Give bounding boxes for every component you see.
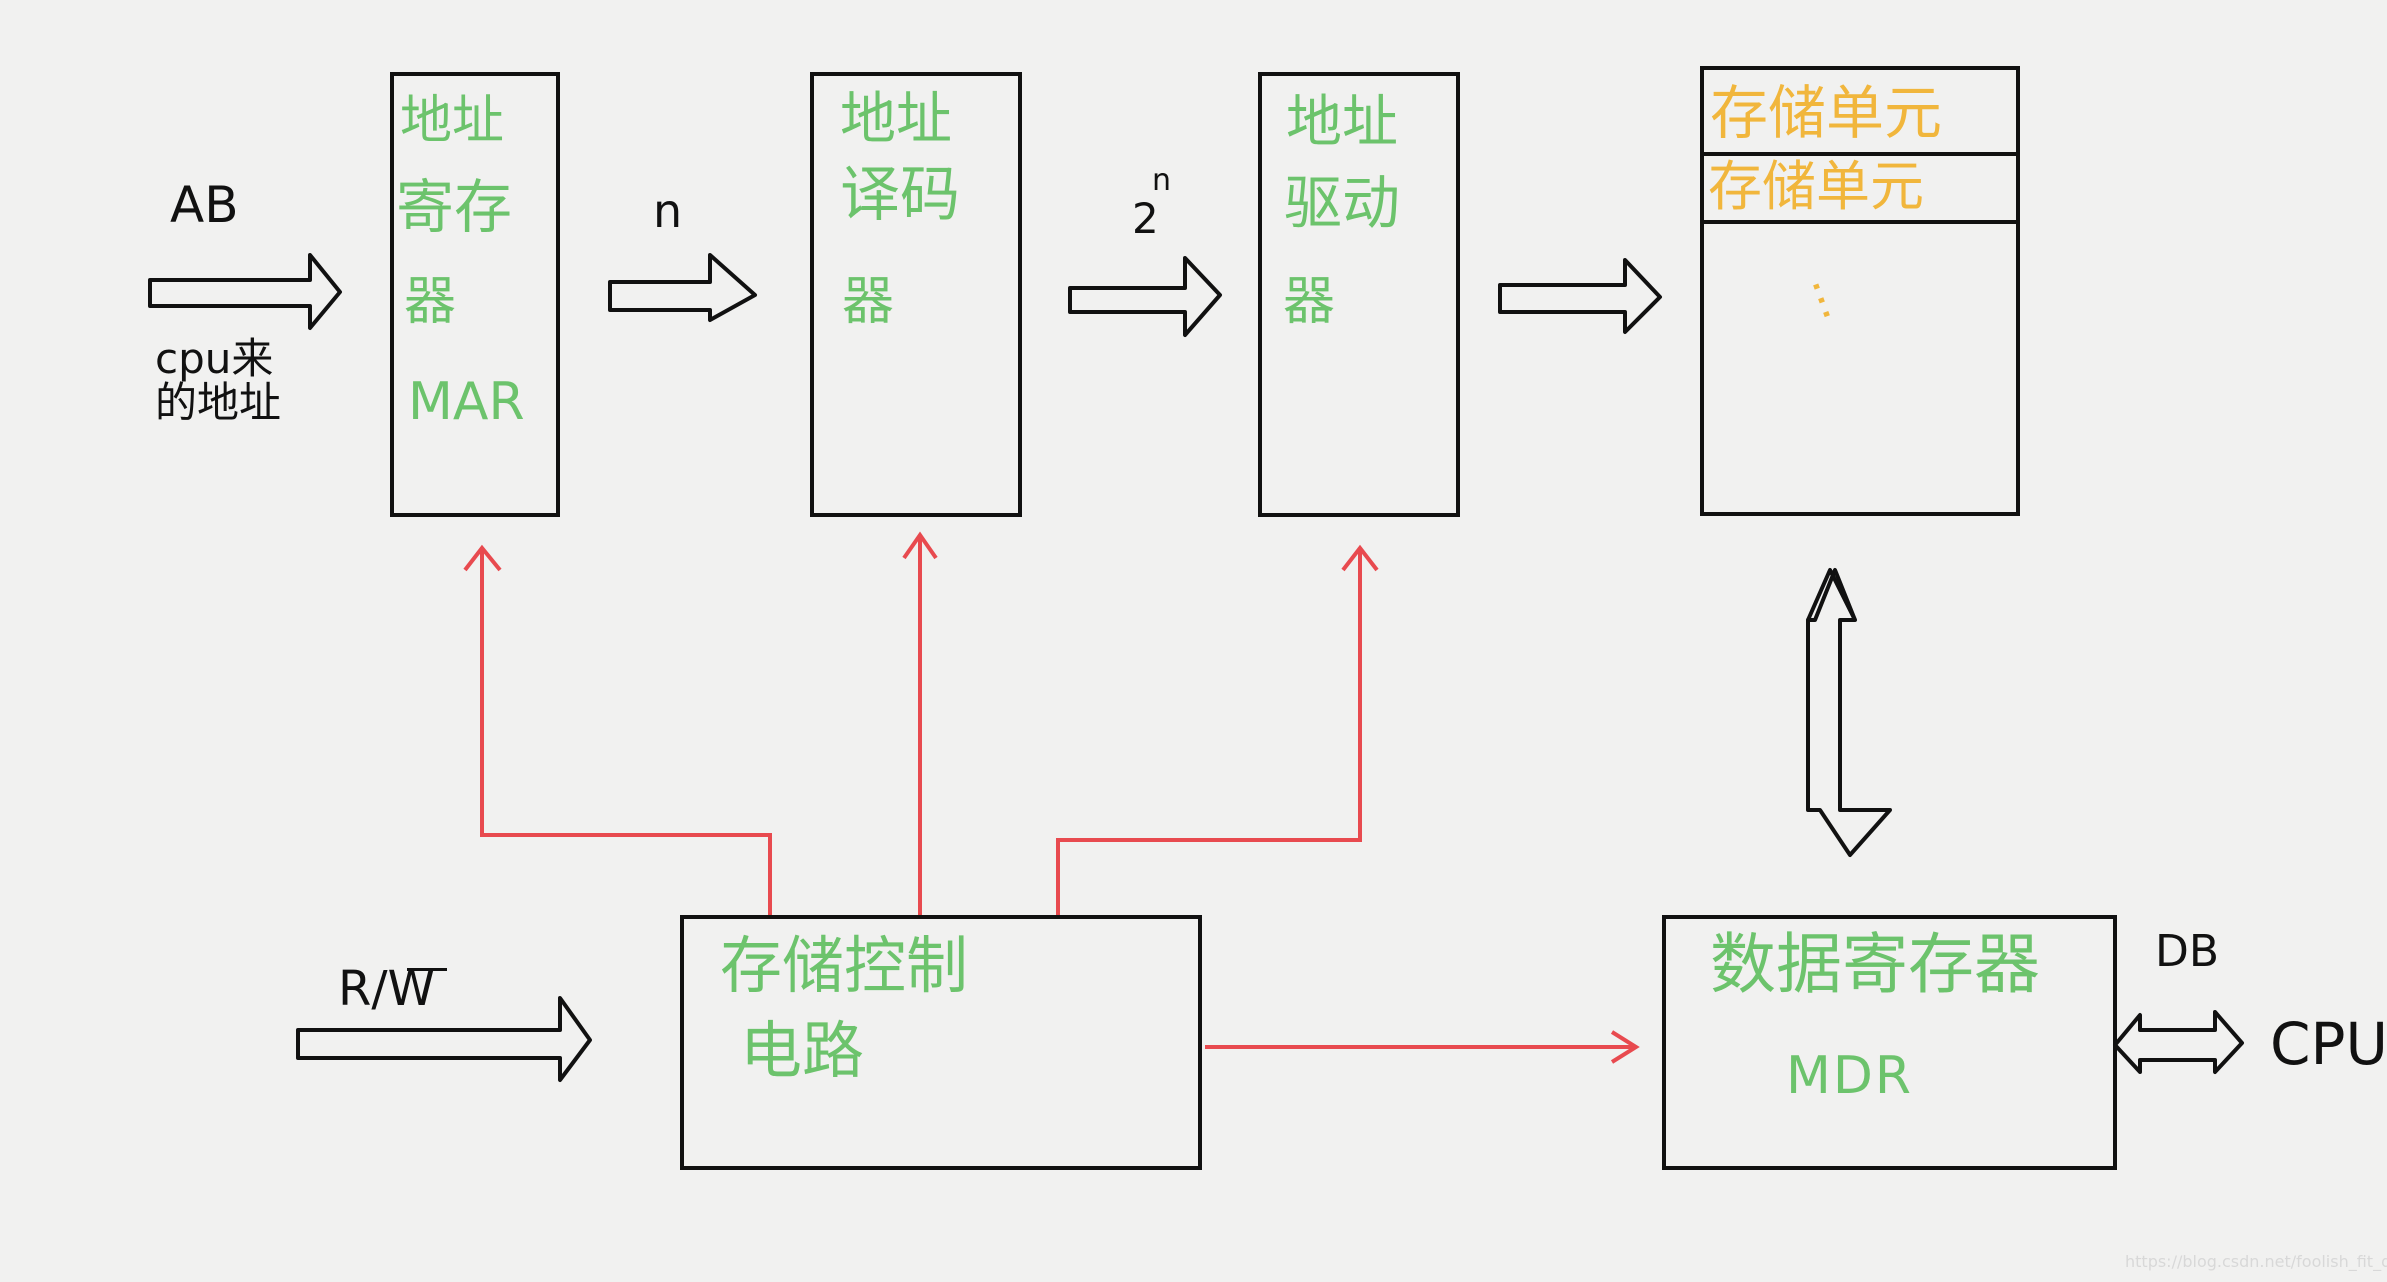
mdr-label-line2: MDR [1786, 1046, 1914, 1106]
ab-label: AB [170, 176, 239, 234]
driver-label-line1: 地址 [1286, 90, 1398, 155]
mar-label-line3: 器 [404, 272, 457, 332]
decoder-label-line1: 地址 [840, 87, 952, 152]
mar-label-line1: 地址 [400, 91, 505, 151]
storage-mdr-bidirectional-arrow [1806, 568, 1892, 857]
watermark: https://blog.csdn.net/foolish_fit_dog [2125, 1252, 2387, 1271]
control-to-mar-line [480, 548, 772, 915]
decoder-label-line3: 器 [842, 272, 895, 332]
mdr-label-line1: 数据寄存器 [1710, 926, 2040, 1003]
driver-to-storage-arrow [1498, 258, 1662, 334]
control-to-driver-arrowhead [1341, 544, 1379, 572]
driver-label-line3: 器 [1283, 272, 1336, 332]
mar-label-line4: MAR [408, 372, 525, 432]
two-n-superscript: n [1152, 163, 1171, 198]
cpu-address-label: cpu来 的地址 [155, 334, 282, 428]
db-label: DB [2155, 926, 2220, 977]
two-n-arrow-label: 2 [1132, 194, 1159, 243]
control-circuit-box [680, 915, 1202, 1170]
cpu-label: CPU [2270, 1010, 2387, 1078]
driver-label-line2: 驱动 [1284, 169, 1401, 237]
decoder-label-line2: 译码 [840, 160, 960, 230]
storage-divider-2 [1703, 220, 2017, 224]
rw-input-arrow [296, 996, 592, 1082]
mar-box [390, 72, 560, 517]
control-to-decoder-arrowhead [902, 531, 938, 560]
driver-box [1258, 72, 1460, 517]
storage-cell-2-label: 存储单元 [1708, 155, 1924, 218]
control-to-mdr-arrowhead [1610, 1030, 1640, 1064]
n-arrow-label: n [653, 184, 683, 238]
control-label-line2: 电路 [740, 1014, 865, 1087]
mdr-db-bidirectional-arrow [2113, 1010, 2244, 1074]
mdr-box [1662, 915, 2117, 1170]
storage-divider-1 [1703, 152, 2017, 156]
rw-overline [407, 968, 447, 971]
storage-cell-1-label: 存储单元 [1710, 79, 1943, 147]
storage-box [1700, 66, 2020, 516]
control-to-mar-arrowhead [463, 544, 502, 572]
decoder-box [810, 72, 1022, 517]
control-label-line1: 存储控制 [720, 929, 969, 1002]
storage-mdr-bidirectional-arrow-left-head [1806, 568, 1857, 621]
ab-input-arrow [148, 253, 342, 330]
mar-to-decoder-arrow [608, 253, 757, 322]
decoder-to-driver-arrow [1068, 256, 1222, 337]
mar-label-line2: 寄存 [396, 173, 513, 241]
control-to-driver-line [1056, 548, 1362, 915]
rw-label: R/W [338, 961, 435, 1017]
